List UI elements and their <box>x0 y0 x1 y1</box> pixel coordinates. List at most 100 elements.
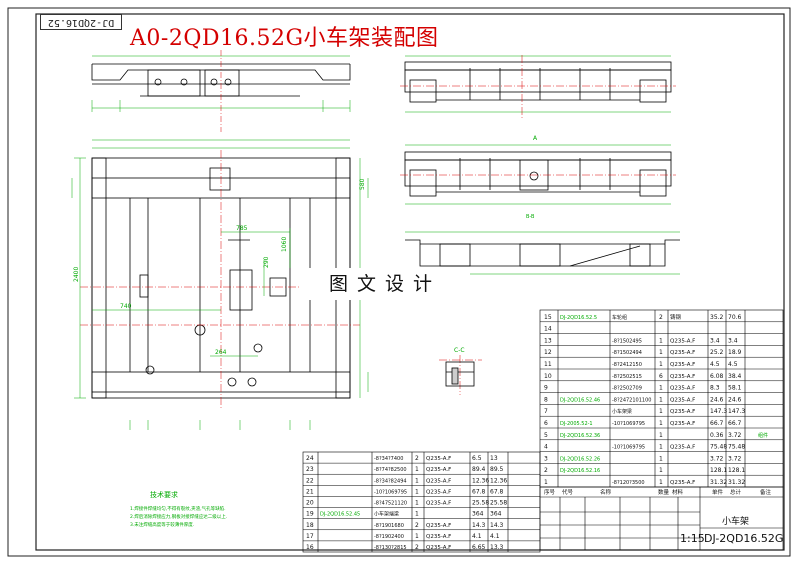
bom-cell-name: -8?34?7400 <box>374 456 403 462</box>
bom-cell-material: Q235-A.F <box>426 545 451 551</box>
bom-cell-name: -8?1502494 <box>612 350 642 356</box>
bom-cell-material: Q235-A.F <box>670 421 695 427</box>
bom-cell-total-weight: 3.72 <box>728 432 742 439</box>
bom-cell-qty: 1 <box>659 337 663 344</box>
bom-cell-total-weight: 89.5 <box>490 466 504 473</box>
outer-border <box>7 7 791 557</box>
watermark-text: 图文设计 <box>300 268 470 300</box>
bom-cell-material: Q235-A.F <box>426 523 451 529</box>
bom-cell-qty: 1 <box>415 500 419 507</box>
bom-cell-name: 车轮组 <box>612 314 627 321</box>
bom-cell-total-weight: 25.58 <box>490 500 507 507</box>
section-c-label: C-C <box>454 347 465 354</box>
bom-cell-material: Q235-A.F <box>670 386 695 392</box>
bom-header-cell: 单件 <box>712 488 724 496</box>
bom-cell-no: 4 <box>544 444 548 451</box>
bom-cell-total-weight: 3.72 <box>728 455 742 462</box>
bom-cell-no: 11 <box>544 361 552 368</box>
bom-cell-no: 17 <box>306 533 314 540</box>
bom-cell-material: Q235-A.F <box>670 362 695 368</box>
dim-290: 290 <box>263 256 270 268</box>
bom-cell-qty: 1 <box>415 477 419 484</box>
bom-header-cell: 材料 <box>672 488 684 496</box>
side-elevation-upper <box>404 55 672 113</box>
bom-cell-no: 6 <box>544 420 548 427</box>
bom-header-cell: 代号 <box>562 488 574 496</box>
bom-cell-name: -8?2502515 <box>612 374 642 380</box>
note-line-3: 3.未注焊缝高度等于较薄件厚度. <box>130 521 194 528</box>
bom-cell-no: 5 <box>544 432 548 439</box>
bom-cell-name: -8?2412150 <box>612 362 642 368</box>
section-b-label: B-B <box>526 214 535 220</box>
bom-cell-name: -8?47521120 <box>374 501 407 507</box>
bom-cell-total-weight: 67.8 <box>490 488 504 495</box>
drawing-title: A0-2QD16.52G小车架装配图 <box>130 26 439 51</box>
dim-1060: 1060 <box>281 237 288 252</box>
bom-cell-unit-weight: 3.4 <box>710 337 720 344</box>
view-a-label: A <box>533 135 538 142</box>
bom-cell-total-weight: 18.9 <box>728 349 742 356</box>
bom-cell-unit-weight: 8.3 <box>710 385 720 392</box>
bom-cell-no: 2 <box>544 467 548 474</box>
bom-cell-name: 小车架端梁 <box>374 511 399 518</box>
bom-cell-no: 21 <box>306 488 314 495</box>
title-block <box>539 486 784 551</box>
inner-frame <box>35 13 785 551</box>
bom-cell-material: Q235-A.F <box>670 445 695 451</box>
bom-cell-qty: 1 <box>659 432 663 439</box>
bom-cell-unit-weight: 364 <box>472 511 484 518</box>
bom-cell-name: -10?1069795 <box>612 445 645 451</box>
bom-cell-name: -10?1069795 <box>612 421 645 427</box>
bom-cell-qty: 1 <box>415 511 419 518</box>
dim-785: 785 <box>236 225 248 232</box>
bom-cell-material: Q235-A.F <box>426 467 451 473</box>
bom-cell-name: -8?2472101100 <box>612 397 651 403</box>
bom-cell-material: Q235-A.F <box>670 480 695 486</box>
bom-cell-total-weight: 147.3 <box>728 408 745 415</box>
bom-cell-no: 8 <box>544 396 548 403</box>
bom-cell-no: 10 <box>544 373 552 380</box>
bom-cell-name: -8?1902400 <box>374 534 404 540</box>
bom-cell-material: 铸钢 <box>670 313 682 321</box>
bom-cell-total-weight: 14.3 <box>490 522 504 529</box>
bom-cell-total-weight: 13.3 <box>490 544 504 551</box>
bom-header-cell: 序号 <box>544 488 556 496</box>
bom-cell-no: 1 <box>544 479 548 486</box>
bom-cell-no: 14 <box>544 326 552 333</box>
bom-cell-total-weight: 38.4 <box>728 373 742 380</box>
bom-cell-qty: 1 <box>659 408 663 415</box>
bom-cell-name: -8?34?82494 <box>374 478 407 484</box>
bom-cell-total-weight: 4.5 <box>728 361 738 368</box>
bom-cell-total-weight: 75.48 <box>728 444 745 451</box>
bom-cell-name: -8?1502495 <box>612 338 642 344</box>
bom-cell-no: 20 <box>306 500 314 507</box>
bom-cell-total-weight: 4.1 <box>490 533 500 540</box>
bom-cell-code: DJ-2QD16.52.36 <box>560 433 600 439</box>
bom-cell-qty: 2 <box>415 522 419 529</box>
bom-cell-material: Q235-A.F <box>670 374 695 380</box>
bom-cell-total-weight: 128.1 <box>728 467 745 474</box>
bom-cell-qty: 1 <box>659 420 663 427</box>
bom-cell-no: 9 <box>544 385 548 392</box>
bom-cell-unit-weight: 75.48 <box>710 444 727 451</box>
bom-cell-no: 12 <box>544 349 552 356</box>
bom-cell-qty: 2 <box>659 314 663 321</box>
bom-cell-material: Q235-A.F <box>426 478 451 484</box>
bom-cell-qty: 2 <box>415 455 419 462</box>
bom-cell-name: -10?1069795 <box>374 489 407 495</box>
bom-cell-material: Q235-A.F <box>670 397 695 403</box>
bom-header-cell: 总计 <box>730 488 742 496</box>
bom-cell-code: DJ-2QD16.52.45 <box>320 512 360 518</box>
bom-cell-name: -8?1901680 <box>374 523 404 529</box>
bom-header-cell: 备注 <box>760 488 772 496</box>
bom-cell-material: Q235-A.F <box>426 489 451 495</box>
bom-cell-name: -8?74?82500 <box>374 467 407 473</box>
bom-cell-qty: 1 <box>659 444 663 451</box>
bom-cell-unit-weight: 0.36 <box>710 432 724 439</box>
bom-cell-unit-weight: 6.5 <box>472 455 482 462</box>
bom-cell-total-weight: 3.4 <box>728 337 738 344</box>
front-elevation-view <box>91 50 351 132</box>
bom-cell-no: 13 <box>544 337 552 344</box>
bom-cell-unit-weight: 4.5 <box>710 361 720 368</box>
